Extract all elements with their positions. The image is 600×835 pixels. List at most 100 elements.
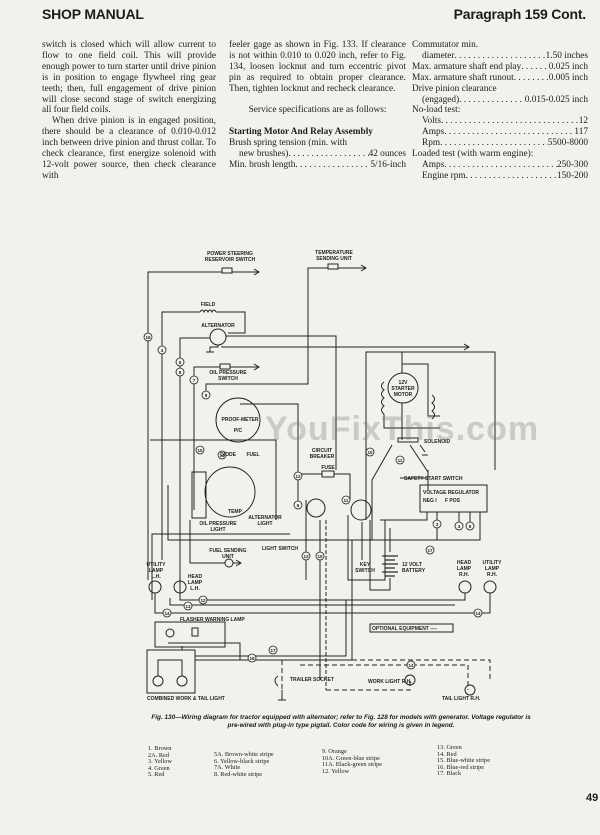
wire-number: 8: [179, 370, 182, 375]
spec-value: 12: [578, 116, 588, 127]
wiring-diagram: 16 4 5 8 7 9 15 14 12 10 11 6 3 4 5 13 1…: [143, 250, 502, 702]
power-steering-switch-label: POWER STEERING: [207, 251, 253, 257]
legend-item: 5. Red: [148, 771, 165, 779]
spec-label: Brush spring tension (min. with: [229, 138, 348, 149]
legend-item: 2A. Red: [148, 751, 169, 759]
wire-number: 11: [398, 458, 403, 463]
fuel-sending-unit-label: FUEL SENDING: [209, 548, 246, 554]
spec-label: Loaded test (with warm engine):: [412, 149, 534, 160]
alternator-light-label: ALTERNATOR: [248, 515, 282, 521]
spec-label: Min. brush length: [229, 160, 296, 171]
wire-number: 14: [164, 611, 170, 616]
head-lamp-lh-label: HEAD: [188, 574, 203, 580]
wire-number: 5: [179, 360, 182, 365]
wire-number: 10: [317, 554, 323, 559]
utility-lamp-lh-label: L.H.: [151, 574, 161, 580]
wire-number: 12: [200, 598, 206, 603]
spec-value: 5500-8000: [547, 138, 588, 149]
field-label: FIELD: [201, 302, 216, 308]
legend-item: 14. Red: [437, 750, 457, 758]
oil-pressure-switch-label: OIL PRESSURE: [209, 370, 247, 376]
alternator-label: ALTERNATOR: [201, 323, 235, 329]
legend-item: 6. Yellow-black stripe: [214, 757, 270, 765]
wire-number: 14: [219, 453, 225, 458]
paragraph: switch is closed which will allow curren…: [42, 40, 216, 116]
battery-label: 12 VOLT: [402, 562, 422, 568]
wire-number: 17: [270, 648, 276, 653]
spec-value: 150-200: [557, 170, 588, 181]
spec-label: No-load test:: [412, 105, 461, 116]
key-switch-label: KEY: [360, 562, 371, 568]
legend-item: 7A. White: [214, 764, 241, 772]
starter-motor-label: STARTER: [391, 386, 415, 392]
legend-item: 10A. Green-blue stripe: [322, 754, 380, 762]
wire-number: 3: [436, 522, 439, 527]
power-steering-switch-label: RESERVOIR SWITCH: [205, 257, 256, 263]
paragraph-heading: Paragraph 159 Cont.: [453, 6, 587, 22]
wire-number: 14: [475, 611, 481, 616]
wire-number-markers: 16 4 5 8 7 9 15 14 12 10 11 6 3 4 5 13 1…: [143, 332, 483, 670]
spec-label: diameter: [422, 50, 455, 61]
spec-heading: Starting Motor And Relay Assembly: [229, 127, 373, 138]
wire-number: 4: [458, 524, 461, 529]
solenoid-label: SOLENOID: [424, 439, 451, 445]
utility-lamp-rh-label: LAMP: [485, 566, 500, 572]
legend-item: 3. Yellow: [148, 758, 172, 766]
wire-number: 11: [344, 498, 349, 503]
legend-column: 1. Brown 2A. Red 3. Yellow 4. Green 5. R…: [148, 745, 172, 779]
legend-item: 11A. Black-green stripe: [322, 761, 383, 769]
proof-meter-label: PROOF-METER: [222, 417, 259, 423]
paragraph: When drive pinion is in engaged position…: [42, 116, 216, 181]
fuse-label: FUSE: [321, 465, 335, 471]
wire-number: 17: [427, 548, 433, 553]
figure-caption: Fig. 130—Wiring diagram for tractor equi…: [151, 714, 531, 729]
page-number: 49: [586, 792, 599, 804]
fuel-sending-unit-label: UNIT: [222, 554, 234, 560]
legend-column: 9. Orange 10A. Green-blue stripe 11A. Bl…: [322, 748, 383, 775]
manual-title: SHOP MANUAL: [42, 6, 144, 22]
flasher-warning-lamp-label: FLASHER WARNING LAMP: [180, 617, 245, 623]
head-lamp-lh-label: L.H.: [190, 586, 200, 592]
temperature-sending-unit-label: SENDING UNIT: [316, 256, 352, 262]
starter-motor-label: MOTOR: [394, 392, 413, 398]
spec-label: (engaged): [422, 94, 460, 105]
spec-label: Drive pinion clearance: [412, 83, 497, 94]
spec-value: 1.50 inches: [545, 50, 588, 61]
head-lamp-lh-label: LAMP: [188, 580, 203, 586]
legend-item: 1. Brown: [148, 745, 172, 752]
alternator-light-label: LIGHT: [258, 521, 273, 527]
spec-label: Volts: [422, 116, 441, 127]
spec-value: 0.015-0.025 inch: [524, 94, 588, 105]
spec-value: 0.025 inch: [548, 61, 588, 72]
wire-number: 16: [249, 656, 255, 661]
legend-column: 13. Green 14. Red 15. Blue-white stripe …: [437, 744, 490, 778]
wire-number: 4: [161, 348, 164, 353]
optional-equipment-label: OPTIONAL EQUIPMENT ----: [372, 626, 437, 632]
legend-item: 5A. Brown-white stripe: [214, 751, 274, 758]
spec-label: Max. armature shaft end play: [412, 61, 522, 72]
spec-label: Commutator min.: [412, 40, 479, 50]
wire-number: 6: [297, 503, 300, 508]
spec-value: 5/16-inch: [370, 160, 406, 171]
wire-number: 16: [145, 335, 151, 340]
proof-meter-pc-label: P/C: [234, 428, 243, 434]
wire-number: 14: [408, 663, 414, 668]
legend-item: 8. Red-white stripe: [214, 770, 263, 778]
wire-number: 9: [205, 393, 208, 398]
text-column-2: feeler gage as shown in Fig. 133. If cle…: [229, 40, 406, 171]
voltage-regulator-terminals: NEG I F POS: [423, 498, 461, 504]
spec-value: 117: [574, 127, 588, 138]
fuel-gauge-label: FUEL: [246, 452, 259, 458]
legend-item: 9. Orange: [322, 748, 347, 755]
text-column-3: Commutator min. diameter 1.50 inches Max.…: [412, 40, 588, 182]
oil-pressure-switch-label: SWITCH: [218, 376, 238, 382]
wire-number: 15: [197, 448, 203, 453]
legend-item: 4. Green: [148, 764, 170, 772]
starter-motor-label: 12V: [399, 380, 409, 386]
legend-item: 13. Green: [437, 744, 462, 751]
tail-light-rh-label: TAIL LIGHT R.H.: [442, 696, 481, 702]
oil-pressure-light-label: OIL PRESSURE: [199, 521, 237, 527]
spec-value: 42 ounces: [368, 149, 406, 160]
wire-number: 5: [469, 524, 472, 529]
head-lamp-rh-label: HEAD: [457, 560, 472, 566]
